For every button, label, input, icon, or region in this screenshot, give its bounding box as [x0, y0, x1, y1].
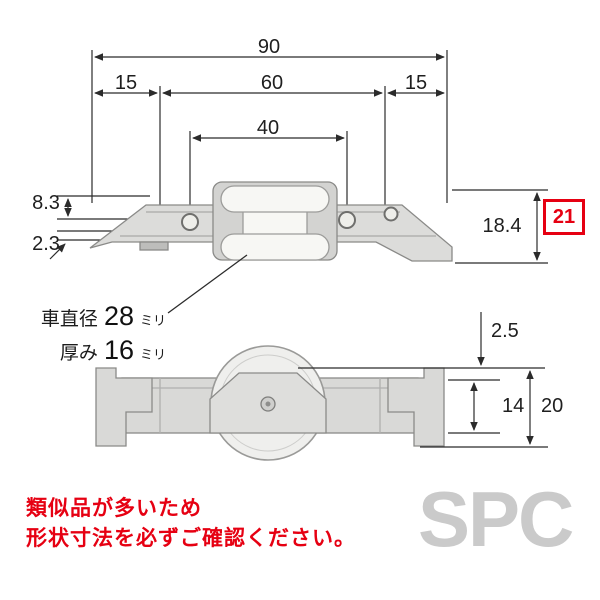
dim-hole-span: 40 — [256, 117, 280, 139]
dim-center-span: 60 — [260, 72, 284, 94]
dim-left-offset: 15 — [114, 72, 138, 94]
wheel-diameter-row: 車直径 28 ミリ — [14, 301, 166, 332]
wheel-thickness-label: 厚み — [59, 343, 98, 364]
wheel-thickness-value: 16 — [103, 335, 134, 365]
top-view-rail — [89, 181, 453, 262]
wheel-diameter-value: 28 — [103, 301, 134, 331]
mounting-hole-right — [338, 211, 356, 229]
dim-right-offset: 15 — [404, 72, 428, 94]
dim-lip: 2.3 — [32, 233, 60, 255]
dim-rail-height: 18.4 — [482, 215, 522, 237]
wheel-diameter-unit: ミリ — [139, 313, 166, 328]
spc-watermark-logo: SPC — [418, 475, 574, 563]
ref-number: 21 — [552, 205, 576, 228]
warning-line-2: 形状寸法を必ずご確認ください。 — [26, 527, 356, 550]
ref-number-box: 21 — [543, 199, 585, 235]
dim-total-height: 20 — [541, 395, 564, 417]
wheel-thickness-unit: ミリ — [139, 347, 166, 362]
dim-protrusion: 2.5 — [491, 320, 519, 342]
side-view-assembly — [95, 345, 445, 461]
annotation-leader-line — [167, 254, 248, 314]
wheel-diameter-label: 車直径 — [40, 309, 98, 330]
rail-left-tab — [139, 241, 169, 251]
similarity-warning: 類似品が多いため 形状寸法を必ずご確認ください。 — [26, 494, 356, 554]
dim-overall-width: 90 — [257, 36, 281, 58]
wheel-thickness-row: 厚み 16 ミリ — [14, 335, 166, 366]
mounting-hole-end — [383, 206, 399, 222]
right-hook — [387, 367, 445, 447]
top-view-dimension-lines — [49, 50, 548, 264]
pulley-top-flange — [220, 185, 330, 213]
warning-line-1: 類似品が多いため — [26, 497, 202, 520]
rail-right-arm — [329, 204, 453, 262]
pulley-bottom-flange — [220, 233, 330, 261]
wheel-spec-annotation: 車直径 28 ミリ 厚み 16 ミリ — [14, 301, 166, 369]
side-view-dimension-lines — [298, 312, 548, 448]
dim-frame-height: 14 — [502, 395, 525, 417]
dim-edge-to-hole: 8.3 — [32, 192, 60, 214]
mounting-hole-left — [181, 213, 199, 231]
left-hook — [95, 367, 153, 447]
